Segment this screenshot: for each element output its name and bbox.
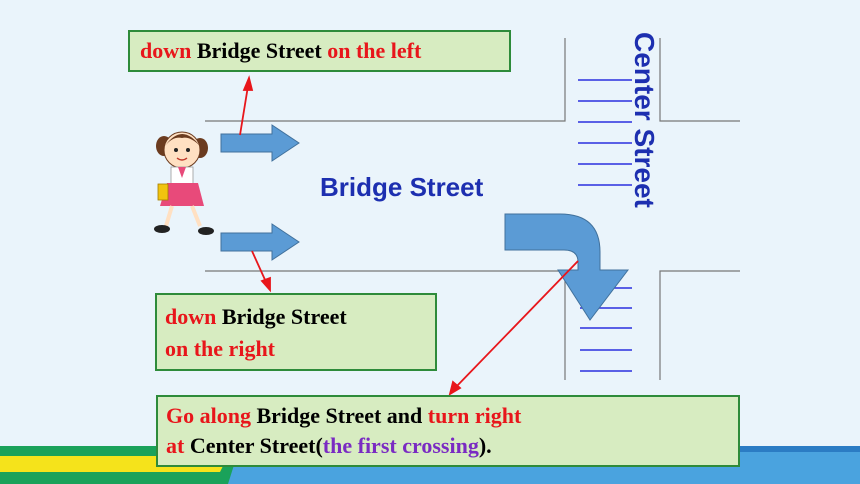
instruction-at: at — [166, 433, 185, 458]
bridge-street-label: Bridge Street — [320, 172, 484, 202]
turn-right-arrow-icon — [504, 213, 630, 321]
road-edge-bottom-right — [659, 270, 740, 380]
instruction-verb: Go along — [166, 403, 251, 428]
center-street-label-wrap: Center Street — [626, 32, 666, 272]
girl-walking-figure — [154, 131, 214, 235]
direction-word: down — [140, 38, 192, 63]
street-name-text: Bridge Street — [216, 304, 347, 329]
instruction-street: Center Street( — [184, 433, 323, 458]
direction-word: down — [165, 304, 217, 329]
side-text: on the right — [165, 336, 275, 361]
instruction-crossing: the first crossing — [322, 433, 479, 458]
right-arrow-icon — [220, 223, 300, 261]
crosswalk-top — [578, 79, 632, 186]
road-edge-top-right — [659, 38, 740, 122]
side-text: on the left — [327, 38, 422, 63]
road-edge-top — [205, 38, 566, 122]
street-name-text: Bridge Street — [191, 38, 328, 63]
instruction-turn: turn right — [427, 403, 522, 428]
right-side-instruction-box: down Bridge Street on the right — [155, 293, 437, 371]
instruction-end: ). — [478, 433, 492, 458]
pointer-lines — [239, 75, 579, 396]
left-side-instruction-box: down Bridge Street on the left — [128, 30, 511, 72]
instruction-text: Bridge Street and — [250, 403, 428, 428]
right-arrow-icon — [220, 124, 300, 162]
center-street-label: Center Street — [629, 32, 660, 208]
